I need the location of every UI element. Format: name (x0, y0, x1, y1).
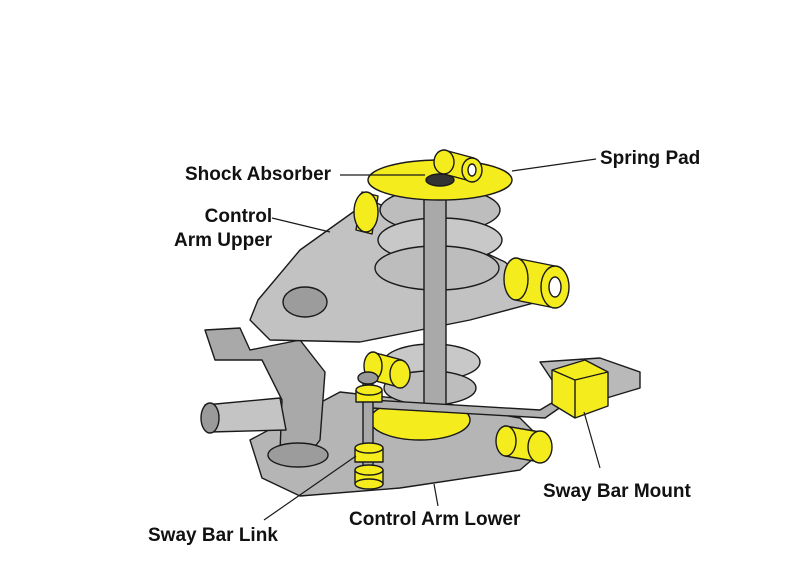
stub-axle-end (200, 402, 220, 434)
label-control-arm-upper-line1: Control (204, 206, 273, 227)
label-sway-bar-mount: Sway Bar Mount (543, 481, 691, 502)
leader-spring-pad (511, 158, 597, 172)
spring-pad-hole (425, 173, 455, 187)
upper-arm-bushing-rear (353, 191, 379, 235)
leader-sway-bar-link (263, 455, 357, 521)
shock-absorber (423, 177, 447, 409)
label-spring-pad: Spring Pad (600, 148, 701, 169)
lower-arm-bushing-front (495, 425, 553, 464)
upper-arm-bushing-front (503, 257, 570, 309)
label-control-arm-upper: Control Arm Upper (174, 205, 272, 253)
leader-control-arm-upper (271, 217, 331, 233)
leader-control-arm-lower (433, 483, 439, 507)
sway-bar-link-top-nut (357, 371, 379, 385)
label-control-arm-upper-line2: Arm Upper (174, 230, 273, 251)
leader-sway-bar-mount (583, 411, 601, 469)
sway-bar-mount (551, 359, 609, 419)
sway-bar-link-bushing-lower (354, 464, 384, 490)
sway-bar-link-bushing-upper (355, 384, 383, 403)
label-shock-absorber: Shock Absorber (185, 164, 332, 185)
label-control-arm-lower: Control Arm Lower (349, 509, 521, 530)
shock-top-bushing (433, 149, 483, 183)
label-sway-bar-link: Sway Bar Link (148, 525, 278, 546)
ball-joint-upper (282, 286, 328, 318)
hub-disc (267, 442, 329, 468)
sway-bar-link-bushing-middle (354, 442, 384, 463)
